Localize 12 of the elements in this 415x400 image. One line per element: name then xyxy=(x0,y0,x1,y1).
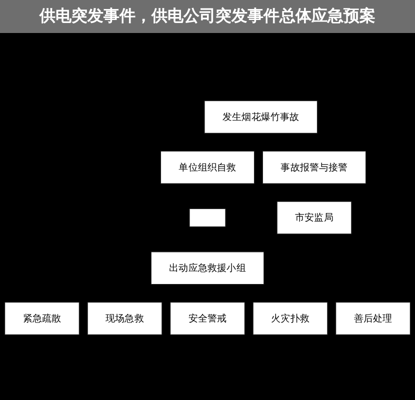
node-box: 发生烟花爆竹事故 xyxy=(204,100,318,134)
node-box: 紧急疏散 xyxy=(4,302,80,336)
banner-title: 供电突发事件，供电公司突发事件总体应急预案 xyxy=(0,0,415,33)
node-box: 善后处理 xyxy=(336,302,410,336)
node-box: 单位组织自救 xyxy=(160,151,255,184)
node-box: 现场急救 xyxy=(87,302,162,336)
node-box: 安全警戒 xyxy=(170,302,245,336)
node-box: 事故报警与接警 xyxy=(262,151,366,184)
node-box: 市安监局 xyxy=(276,202,352,234)
node-box: 出动应急救援小组 xyxy=(150,252,264,285)
node-box: 火灾扑救 xyxy=(252,302,328,336)
node-box xyxy=(189,208,226,228)
